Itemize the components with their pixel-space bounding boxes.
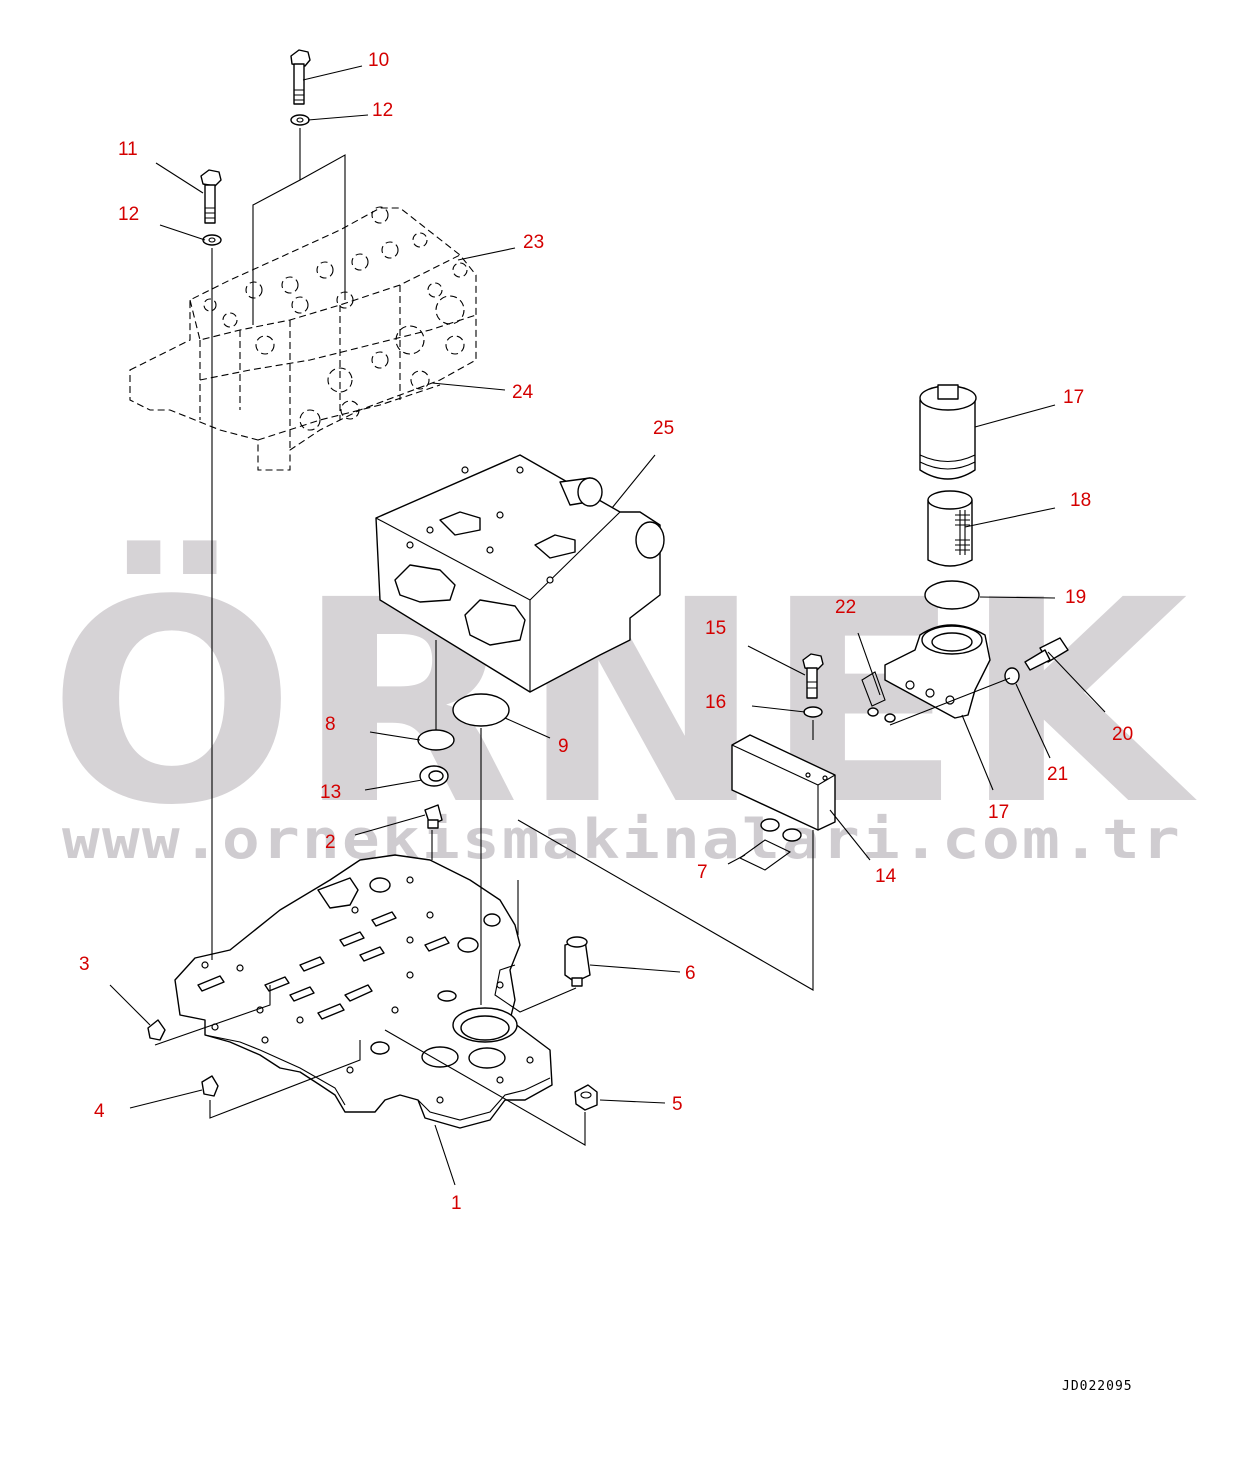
callout-22: 22 [835,597,856,618]
valve-plate-1-bolt-holes [201,876,534,1104]
filter-head-17 [884,624,991,719]
upper-valve-ports [203,206,468,431]
callout-13: 13 [320,782,341,803]
watermark-accent-right [163,600,213,622]
callout-11: 11 [118,139,138,160]
valve-plate-1-slots [197,911,450,1020]
callout-23: 23 [523,232,544,253]
o-ring-8 [417,729,455,751]
washer-16 [803,706,823,718]
callout-18: 18 [1070,490,1091,511]
callout-17-top: 17 [1063,387,1084,408]
callout-12-top: 12 [372,100,393,121]
washer-12-left [202,234,222,246]
callout-5: 5 [672,1094,683,1115]
plug-4 [201,1075,219,1097]
plug-5 [574,1084,598,1111]
callout-16: 16 [705,692,726,713]
watermark-accent-left [108,600,160,622]
callout-14: 14 [875,866,897,887]
callout-21: 21 [1047,764,1068,785]
sensor-6 [564,936,591,987]
callout-25: 25 [653,418,674,439]
valve-body-25 [375,454,665,693]
callout-20: 20 [1112,724,1133,745]
callout-leaders [109,65,1106,1186]
callout-10: 10 [368,50,389,71]
drawing-code: JD022095 [1062,1379,1133,1394]
plug-2 [424,804,443,829]
callout-labels: 10 12 11 12 23 24 25 17 18 19 22 15 16 2… [79,50,1133,1214]
bolt-15 [802,653,824,699]
o-ring-9 [452,693,510,727]
callout-4: 4 [94,1101,105,1122]
callout-2: 2 [325,832,336,853]
washer-21 [1004,667,1020,685]
watermark-url: www.ornekismakinalari.com.tr [62,808,1182,871]
bolt-11 [200,169,222,224]
callout-1: 1 [451,1193,462,1214]
block-14 [731,734,836,831]
gaskets-22 [861,671,896,723]
callout-24: 24 [512,382,534,403]
bolt-20 [1024,637,1069,671]
callout-9: 9 [558,736,569,757]
upper-valve-assembly [129,206,477,471]
callout-15: 15 [705,618,726,639]
plug-3 [147,1019,166,1041]
assembly-lines [154,128,1011,1146]
valve-plate-1 [174,854,553,1129]
valve-body-25-ports [394,466,576,646]
washer-12-top [290,114,310,126]
gasket-7 [738,818,802,871]
o-ring-19 [924,580,980,610]
callout-3: 3 [79,954,90,975]
bolt-10 [290,49,311,105]
filter-element-18 [927,490,973,567]
filter-case-17 [919,384,977,480]
callout-12-left: 12 [118,204,139,225]
callout-17-bottom: 17 [988,802,1009,823]
callout-7: 7 [697,862,708,883]
seal-13 [419,765,449,787]
callout-19: 19 [1065,587,1086,608]
callout-8: 8 [325,714,336,735]
callout-6: 6 [685,963,696,984]
